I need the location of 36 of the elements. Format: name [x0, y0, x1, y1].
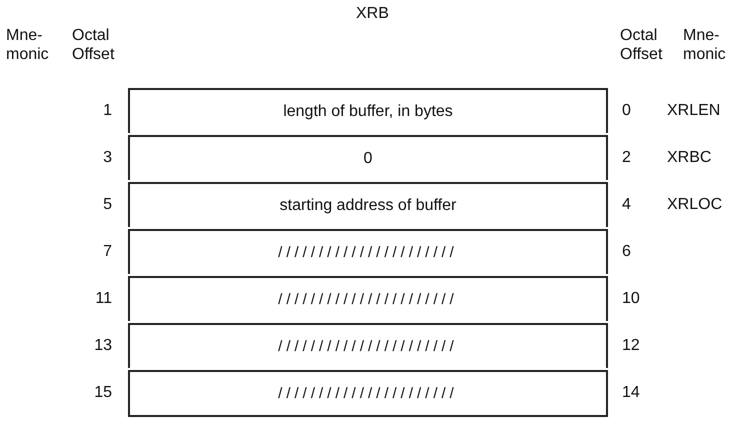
memory-word-box [128, 88, 608, 133]
field-description: 0 [364, 150, 372, 168]
unused-word-hatching: ////////////////////// [278, 244, 458, 261]
memory-word-box [128, 370, 608, 417]
octal-offset: 5 [103, 195, 112, 214]
octal-offset: 6 [622, 242, 631, 261]
column-header: Octal Offset [72, 26, 116, 64]
memory-word-box [128, 229, 608, 274]
octal-offset: 4 [622, 195, 631, 214]
octal-offset: 14 [622, 383, 640, 402]
octal-offset: 15 [94, 383, 112, 402]
mnemonic: XRBC [667, 148, 712, 167]
memory-word-box [128, 135, 608, 180]
unused-word-hatching: ////////////////////// [278, 338, 458, 355]
octal-offset: 10 [622, 289, 640, 308]
diagram-title: XRB [356, 4, 389, 23]
column-header: Mne- monic [683, 26, 727, 64]
octal-offset: 13 [94, 336, 112, 355]
mnemonic: XRLOC [667, 195, 722, 214]
octal-offset: 11 [95, 289, 112, 308]
unused-word-hatching: ////////////////////// [278, 385, 458, 402]
field-description: length of buffer, in bytes [283, 102, 453, 120]
memory-word-box [128, 182, 608, 227]
memory-word-box [128, 323, 608, 368]
unused-word-hatching: ////////////////////// [278, 291, 458, 308]
column-header: Mne- monic [6, 26, 50, 64]
memory-word-box [128, 276, 608, 321]
mnemonic: XRLEN [667, 101, 720, 120]
octal-offset: 1 [103, 101, 112, 120]
column-header: Octal Offset [620, 26, 664, 64]
octal-offset: 2 [622, 148, 631, 167]
octal-offset: 7 [103, 242, 112, 261]
octal-offset: 3 [103, 148, 112, 167]
octal-offset: 12 [622, 336, 640, 355]
field-description: starting address of buffer [280, 196, 456, 214]
octal-offset: 0 [622, 101, 631, 120]
